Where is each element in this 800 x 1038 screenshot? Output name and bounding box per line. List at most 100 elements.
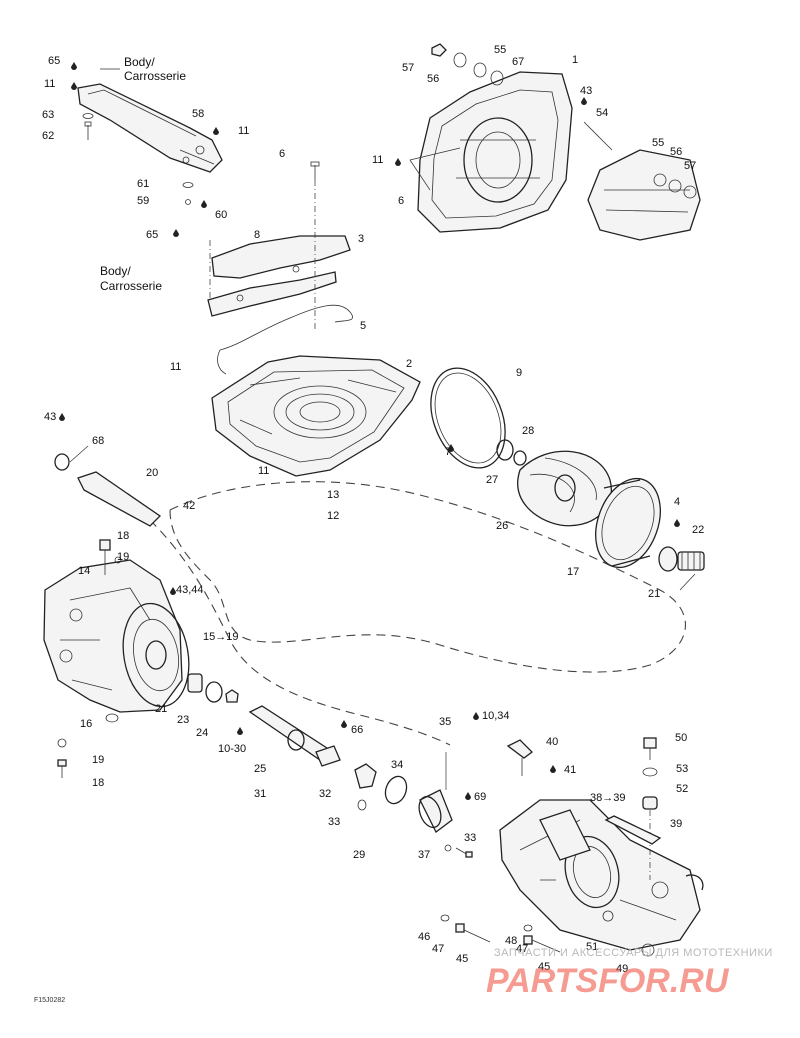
label-65b: 65 — [146, 229, 158, 241]
impeller-shaft-25 — [248, 705, 341, 767]
label-1034: 10,34 — [482, 710, 510, 722]
label-51: 51 — [586, 941, 598, 953]
label-56b: 56 — [670, 146, 682, 158]
label-12: 12 — [327, 510, 339, 522]
label-31: 31 — [254, 788, 266, 800]
gasket-5 — [217, 304, 353, 375]
label-66: 66 — [351, 724, 363, 736]
label-7: 7 — [445, 446, 451, 458]
top-right-hardware — [395, 43, 613, 191]
bottom-fasteners-45-49 — [440, 910, 655, 957]
label-29: 29 — [353, 849, 365, 861]
ride-plate-2 — [211, 355, 421, 477]
label-68: 68 — [92, 435, 104, 447]
steering-nozzle-39 — [499, 799, 704, 951]
label-21b: 21 — [155, 703, 167, 715]
label-23: 23 — [177, 714, 189, 726]
support-bracket-58 — [77, 83, 223, 173]
label-62: 62 — [42, 130, 54, 142]
label-43b: 43 — [44, 411, 56, 423]
label-9: 9 — [516, 367, 522, 379]
label-32: 32 — [319, 788, 331, 800]
wear-ring-17 — [595, 477, 661, 569]
label-25: 25 — [254, 763, 266, 775]
label-57b: 57 — [684, 160, 696, 172]
impeller-26 — [496, 439, 613, 527]
nozzle-29 — [418, 712, 479, 833]
label-20: 20 — [146, 467, 158, 479]
label-47a: 47 — [432, 943, 444, 955]
engine-fragment — [587, 149, 701, 241]
reference-code: F15J0282 — [34, 997, 65, 1004]
pump-housing-15 — [43, 539, 190, 713]
label-65a: 65 — [48, 55, 60, 67]
label-18b: 18 — [92, 777, 104, 789]
parts-32-33-34 — [341, 720, 408, 811]
drive-shaft-20 — [54, 413, 162, 527]
label-28: 28 — [522, 425, 534, 437]
label-5: 5 — [360, 320, 366, 332]
label-48: 48 — [505, 935, 517, 947]
label-2: 2 — [406, 358, 412, 370]
bolts-16-19-18 — [57, 713, 119, 778]
label-6a: 6 — [279, 148, 285, 160]
label-52: 52 — [676, 783, 688, 795]
label-57a: 57 — [402, 62, 414, 74]
label-19b: 19 — [92, 754, 104, 766]
label-1030a: 10-30 — [218, 743, 246, 755]
label-19a: 19 — [117, 551, 129, 563]
label-53: 53 — [676, 763, 688, 775]
label-69: 69 — [474, 791, 486, 803]
label-42: 42 — [183, 500, 195, 512]
label-55a: 55 — [494, 44, 506, 56]
label-34: 34 — [391, 759, 403, 771]
label-35: 35 — [439, 716, 451, 728]
label-body-top-1: Body/ — [124, 55, 155, 69]
label-body-top-2: Carrosserie — [124, 69, 186, 83]
label-26: 26 — [496, 520, 508, 532]
label-11b: 11 — [238, 125, 249, 137]
label-46: 46 — [418, 931, 430, 943]
label-41: 41 — [564, 764, 576, 776]
label-11a: 11 — [44, 78, 55, 90]
seal-22-shaft-21 — [658, 519, 705, 591]
label-45a: 45 — [456, 953, 468, 965]
label-37: 37 — [418, 849, 430, 861]
watermark-tagline: ЗАПЧАСТИ И АКСЕССУАРЫ ДЛЯ МОТОТЕХНИКИ — [494, 947, 773, 959]
label-60: 60 — [215, 209, 227, 221]
label-63: 63 — [42, 109, 54, 121]
label-4: 4 — [674, 496, 680, 508]
label-body-mid-1: Body/ — [100, 264, 131, 278]
hull-outline-dashed — [169, 481, 686, 673]
label-4344: 43,44 — [176, 584, 204, 596]
label-33b: 33 — [464, 832, 476, 844]
label-3839: 38→39 — [590, 792, 625, 804]
label-body-mid-2: Carrosserie — [100, 279, 162, 293]
label-55b: 55 — [652, 137, 664, 149]
parts-40-41 — [506, 739, 556, 776]
label-17: 17 — [567, 566, 579, 578]
label-59: 59 — [137, 195, 149, 207]
label-11e: 11 — [372, 154, 383, 166]
watermark: ЗАПЧАСТИ И АКСЕССУАРЫ ДЛЯ МОТОТЕХНИКИ PA… — [486, 947, 773, 1000]
label-50: 50 — [675, 732, 687, 744]
label-21a: 21 — [648, 588, 660, 600]
label-6b: 6 — [398, 195, 404, 207]
part-labels: Body/ Carrosserie 65 11 63 62 58 11 61 5… — [42, 44, 704, 975]
label-49: 49 — [616, 963, 628, 975]
label-16: 16 — [80, 718, 92, 730]
label-56a: 56 — [427, 73, 439, 85]
label-47b: 47 — [516, 943, 528, 955]
label-8: 8 — [254, 229, 260, 241]
label-11d: 11 — [258, 465, 269, 477]
intake-dashed-line — [149, 519, 451, 746]
label-39: 39 — [670, 818, 682, 830]
label-40: 40 — [546, 736, 558, 748]
label-1519: 15→19 — [203, 631, 238, 643]
label-58: 58 — [192, 108, 204, 120]
boot-ring-9 — [430, 367, 506, 469]
label-43a: 43 — [580, 85, 592, 97]
fasteners-37-33 — [444, 844, 473, 858]
label-22: 22 — [692, 524, 704, 536]
